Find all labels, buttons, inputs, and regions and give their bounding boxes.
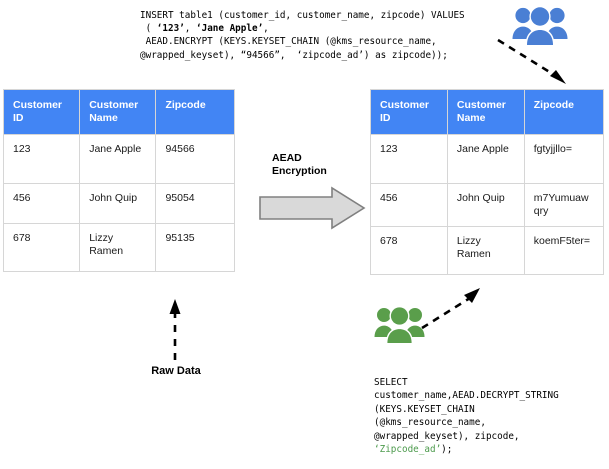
insert-sql-line-2-mid: , xyxy=(184,23,196,35)
insert-sql-value-customer-id: ‘123’ xyxy=(156,23,185,35)
column-header-customer-id: Customer ID xyxy=(2,89,81,135)
column-header-zipcode: Zipcode xyxy=(155,89,235,135)
cell-customer-name: Jane Apple xyxy=(79,134,157,184)
select-sql-line-4: (@kms_resource_name, xyxy=(374,417,486,429)
insert-sql-line-2-suffix: , xyxy=(263,23,269,35)
cell-customer-id: 456 xyxy=(370,183,448,227)
cell-customer-name: John Quip xyxy=(79,183,157,224)
cell-customer-name: Jane Apple xyxy=(446,134,525,184)
cell-zipcode: koemF5ter= xyxy=(523,226,605,275)
insert-sql-line-2-prefix: ( xyxy=(140,23,157,35)
select-sql-zipcode-ad-literal: ‘Zipcode_ad’ xyxy=(374,444,442,456)
select-sql-line-2: customer_name,AEAD.DECRYPT_STRING xyxy=(374,390,559,402)
cell-zipcode: 95135 xyxy=(155,223,235,272)
table-header-row: Customer ID Customer Name Zipcode xyxy=(2,89,235,135)
encrypted-data-table: Customer ID Customer Name Zipcode 123 Ja… xyxy=(370,89,605,275)
people-group-icon xyxy=(512,2,568,46)
select-sql-line-5: @wrapped_keyset), zipcode, xyxy=(374,430,520,442)
people-group-icon xyxy=(374,302,425,344)
cell-zipcode: 94566 xyxy=(155,134,235,184)
table-row: 678 Lizzy Ramen koemF5ter= xyxy=(370,226,605,275)
aead-encryption-label: AEAD Encryption xyxy=(272,152,327,177)
select-sql-line-1: SELECT xyxy=(374,377,408,388)
table-row: 456 John Quip 95054 xyxy=(2,183,235,224)
cell-zipcode: 95054 xyxy=(155,183,235,224)
cell-customer-name: John Quip xyxy=(446,183,525,227)
table-header-row: Customer ID Customer Name Zipcode xyxy=(370,89,605,135)
table-row: 123 Jane Apple 94566 xyxy=(2,134,235,184)
column-header-customer-name: Customer Name xyxy=(79,89,157,135)
dashed-arrow-up-right-icon xyxy=(420,286,492,332)
insert-sql-value-customer-name: ‘Jane Apple’ xyxy=(196,23,264,35)
cell-customer-id: 678 xyxy=(370,226,448,275)
table-row: 678 Lizzy Ramen 95135 xyxy=(2,223,235,272)
table-row: 123 Jane Apple fgtyjjllo= xyxy=(370,134,605,184)
select-sql-line-6-tail: ); xyxy=(441,444,453,456)
column-header-zipcode: Zipcode xyxy=(523,89,605,135)
cell-customer-id: 456 xyxy=(2,183,81,224)
insert-sql-line-4: @wrapped_keyset), “94566”, ‘zipcode_ad’)… xyxy=(140,49,448,61)
cell-zipcode: fgtyjjllo= xyxy=(523,134,605,184)
raw-data-label: Raw Data xyxy=(151,365,201,377)
raw-data-table: Customer ID Customer Name Zipcode 123 Ja… xyxy=(2,89,235,272)
cell-customer-id: 123 xyxy=(370,134,448,184)
dashed-arrow-down-right-icon xyxy=(488,34,578,90)
cell-customer-name: Lizzy Ramen xyxy=(79,223,157,272)
dashed-arrow-up-icon xyxy=(160,298,190,360)
cell-customer-id: 123 xyxy=(2,134,81,184)
cell-customer-id: 678 xyxy=(2,223,81,272)
column-header-customer-name: Customer Name xyxy=(446,89,525,135)
cell-customer-name: Lizzy Ramen xyxy=(446,226,525,275)
insert-sql-statement: INSERT table1 (customer_id, customer_nam… xyxy=(140,9,465,62)
cell-zipcode: m7Yumuaw qry xyxy=(523,183,605,227)
table-row: 456 John Quip m7Yumuaw qry xyxy=(370,183,605,227)
insert-sql-line-3: AEAD.ENCRYPT (KEYS.KEYSET_CHAIN (@kms_re… xyxy=(140,36,437,48)
select-sql-line-3: (KEYS.KEYSET_CHAIN xyxy=(374,403,475,415)
block-arrow-right-icon xyxy=(258,186,366,230)
select-sql-statement: SELECT customer_name,AEAD.DECRYPT_STRING… xyxy=(374,376,559,456)
column-header-customer-id: Customer ID xyxy=(370,89,448,135)
insert-sql-line-1: INSERT table1 (customer_id, customer_nam… xyxy=(140,10,465,21)
